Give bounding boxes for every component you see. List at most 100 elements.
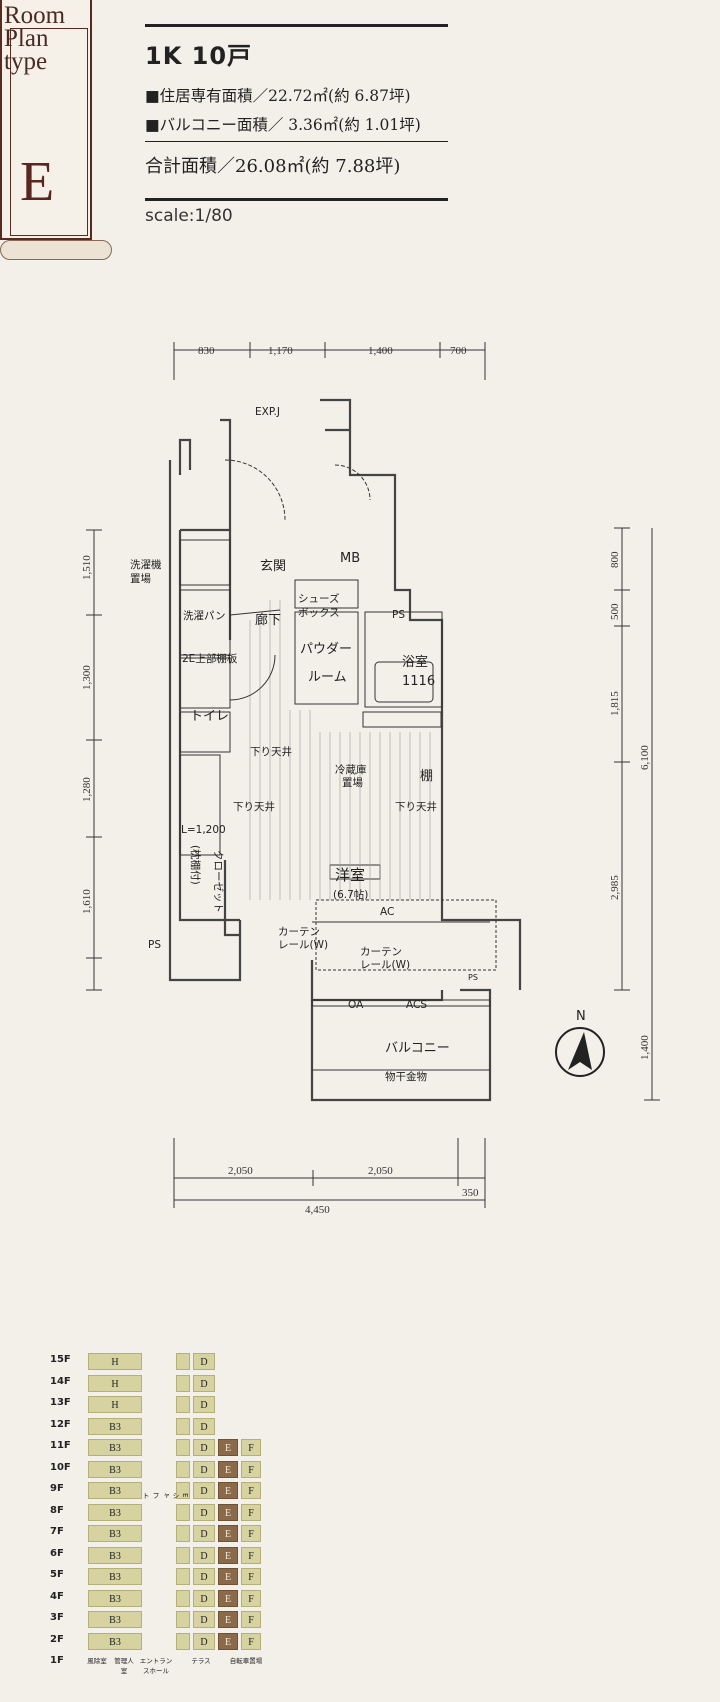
unit-d-cell: D — [193, 1460, 215, 1478]
unit-e-cell: E — [218, 1482, 238, 1499]
dim-right-1: 500 — [609, 603, 621, 620]
floor-label: 14F — [50, 1375, 71, 1387]
ground-floor-facility: エントランスホール — [139, 1657, 173, 1675]
floor-label: 9F — [50, 1483, 64, 1494]
floor-label: 15F — [50, 1354, 71, 1365]
label-shoes-2: ボックス — [298, 607, 340, 619]
floor-label: 10F — [50, 1461, 71, 1473]
floor-label: 3F — [50, 1612, 64, 1623]
label-bath-size: 1116 — [402, 674, 435, 689]
north-label: N — [576, 1009, 586, 1024]
floor-label: 1F — [50, 1655, 64, 1666]
dim-bottom-0: 2,050 — [228, 1165, 253, 1177]
dim-right-2: 1,815 — [609, 691, 621, 716]
unit-cell: B3 — [88, 1568, 142, 1585]
unit-d-cell: D — [193, 1396, 215, 1413]
unit-f-cell: F — [241, 1632, 261, 1650]
unit-cell: B3 — [88, 1417, 142, 1435]
ground-floor-facility: テラス — [191, 1657, 211, 1665]
label-drying-hardware: 物干金物 — [385, 1070, 427, 1083]
elevator-shaft-cell — [176, 1482, 190, 1499]
label-genkan: 玄関 — [260, 559, 286, 574]
label-shoes-1: シューズ — [298, 592, 339, 605]
unit-f-cell: F — [241, 1482, 261, 1499]
unit-d-cell: D — [193, 1374, 215, 1392]
unit-cell: B3 — [88, 1632, 142, 1650]
floor-row: 12F B3 D — [38, 1417, 418, 1436]
unit-e-cell: E — [218, 1439, 238, 1456]
unit-f-cell: F — [241, 1525, 261, 1542]
unit-f-cell: F — [241, 1589, 261, 1607]
label-washer-2: 置場 — [130, 572, 151, 585]
label-curtain-1a: カーテン — [278, 926, 320, 938]
header-rule-mid — [145, 141, 448, 142]
unit-f-cell: F — [241, 1546, 261, 1564]
unit-title: 1K 10戸 — [145, 42, 253, 70]
label-lowered-ceiling-2: 下り天井 — [233, 800, 275, 813]
label-ac: AC — [380, 906, 394, 918]
label-curtain-1b: レール(W) — [278, 939, 328, 951]
unit-e-cell: E — [218, 1589, 238, 1607]
unit-d-cell: D — [193, 1353, 215, 1370]
unit-d-cell: D — [193, 1546, 215, 1564]
dim-bottom-1: 2,050 — [368, 1165, 393, 1177]
type-letter: E — [20, 151, 55, 213]
unit-cell: H — [88, 1374, 142, 1392]
label-bathroom: 浴室 — [402, 654, 428, 670]
dim-right-0: 800 — [609, 551, 621, 568]
elevator-shaft-cell — [176, 1525, 190, 1542]
label-oa: OA — [348, 999, 364, 1011]
label-expj: EXP.J — [255, 406, 280, 418]
dim-left-3: 1,610 — [81, 889, 93, 914]
label-mb: MB — [340, 551, 360, 566]
header-rule-top — [145, 24, 448, 27]
floor-label: 13F — [50, 1397, 71, 1408]
label-closet: クローゼット — [212, 850, 224, 913]
dim-bottom-2: 350 — [462, 1187, 479, 1199]
floor-label: 11F — [50, 1440, 71, 1451]
label-hallway: 廊下 — [255, 612, 281, 628]
unit-f-cell: F — [241, 1439, 261, 1456]
unit-d-cell: D — [193, 1417, 215, 1435]
label-western-room-size: (6.7帖) — [333, 888, 368, 901]
unit-e-cell: E — [218, 1503, 238, 1521]
dim-left-1: 1,300 — [81, 665, 93, 690]
unit-d-cell: D — [193, 1632, 215, 1650]
label-toilet: トイレ — [190, 709, 229, 724]
balcony-area: ■バルコニー面積／ 3.36㎡(約 1.01坪) — [145, 116, 421, 134]
unit-d-cell: D — [193, 1503, 215, 1521]
unit-e-cell: E — [218, 1546, 238, 1564]
header-rule-bottom — [145, 198, 448, 201]
floor-label: 12F — [50, 1418, 71, 1430]
ground-floor-facility: 風除室 — [87, 1657, 107, 1665]
elevator-shaft-cell — [176, 1417, 190, 1435]
label-shelf: 棚 — [420, 769, 433, 784]
unit-cell: B3 — [88, 1525, 142, 1542]
label-fridge-1: 冷蔵庫 — [335, 763, 367, 776]
elevator-shaft-cell — [176, 1460, 190, 1478]
floor-row: 14F H D — [38, 1374, 418, 1393]
label-balcony: バルコニー — [385, 1041, 450, 1056]
unit-d-cell: D — [193, 1482, 215, 1499]
total-area: 合計面積／26.08㎡(約 7.88坪) — [145, 156, 401, 177]
elevator-shaft-cell — [176, 1611, 190, 1628]
unit-e-cell: E — [218, 1632, 238, 1650]
elevator-shaft-cell — [176, 1568, 190, 1585]
unit-e-cell: E — [218, 1568, 238, 1585]
label-washer-1: 洗濯機 — [130, 558, 162, 571]
elevator-shaft-cell — [176, 1374, 190, 1392]
label-upper-shelf: 2E上部棚板 — [182, 652, 238, 665]
dim-top-0: 830 — [198, 345, 215, 357]
unit-f-cell: F — [241, 1503, 261, 1521]
unit-d-cell: D — [193, 1525, 215, 1542]
label-powder-1: パウダー — [300, 642, 352, 657]
